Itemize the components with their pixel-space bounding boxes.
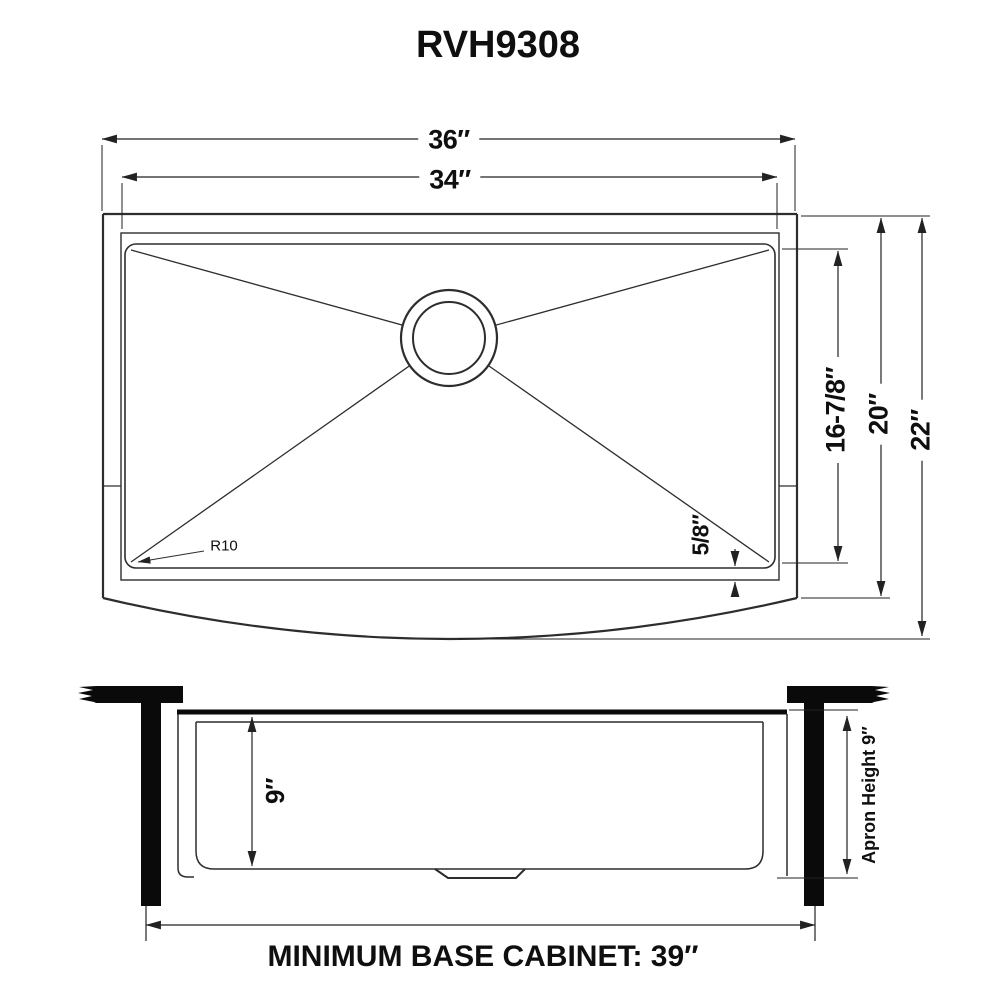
- countertop-left: [78, 686, 183, 703]
- r10-leader-arrow: [137, 550, 205, 564]
- dim-inner-width: 34″: [419, 163, 481, 197]
- cabinet-wall-right: [804, 702, 824, 906]
- dim-apron-height: Apron Height 9″: [859, 726, 879, 864]
- drain-fitting: [434, 868, 526, 879]
- dim-total-depth: 22″: [904, 399, 938, 461]
- side-view-dimensions: [145, 709, 858, 941]
- dim-outer-depth: 20″: [862, 383, 896, 445]
- dim-overall-width: 36″: [418, 123, 480, 157]
- base-cabinet-note: MINIMUM BASE CABINET: 39″: [267, 940, 699, 973]
- drain-inner-circle: [412, 301, 486, 375]
- dim-corner-radius: R10: [210, 537, 238, 555]
- cabinet-wall-left: [141, 702, 161, 906]
- sink-top-view: [101, 212, 799, 641]
- dim-bowl-length: 16-7/8″: [819, 357, 853, 463]
- model-number-title: RVH9308: [415, 24, 581, 66]
- sink-side-view: [78, 686, 890, 906]
- countertop-right: [787, 686, 890, 703]
- dim-bowl-depth: 9″: [260, 778, 290, 804]
- dim-rim-offset: 5/8″: [687, 514, 714, 556]
